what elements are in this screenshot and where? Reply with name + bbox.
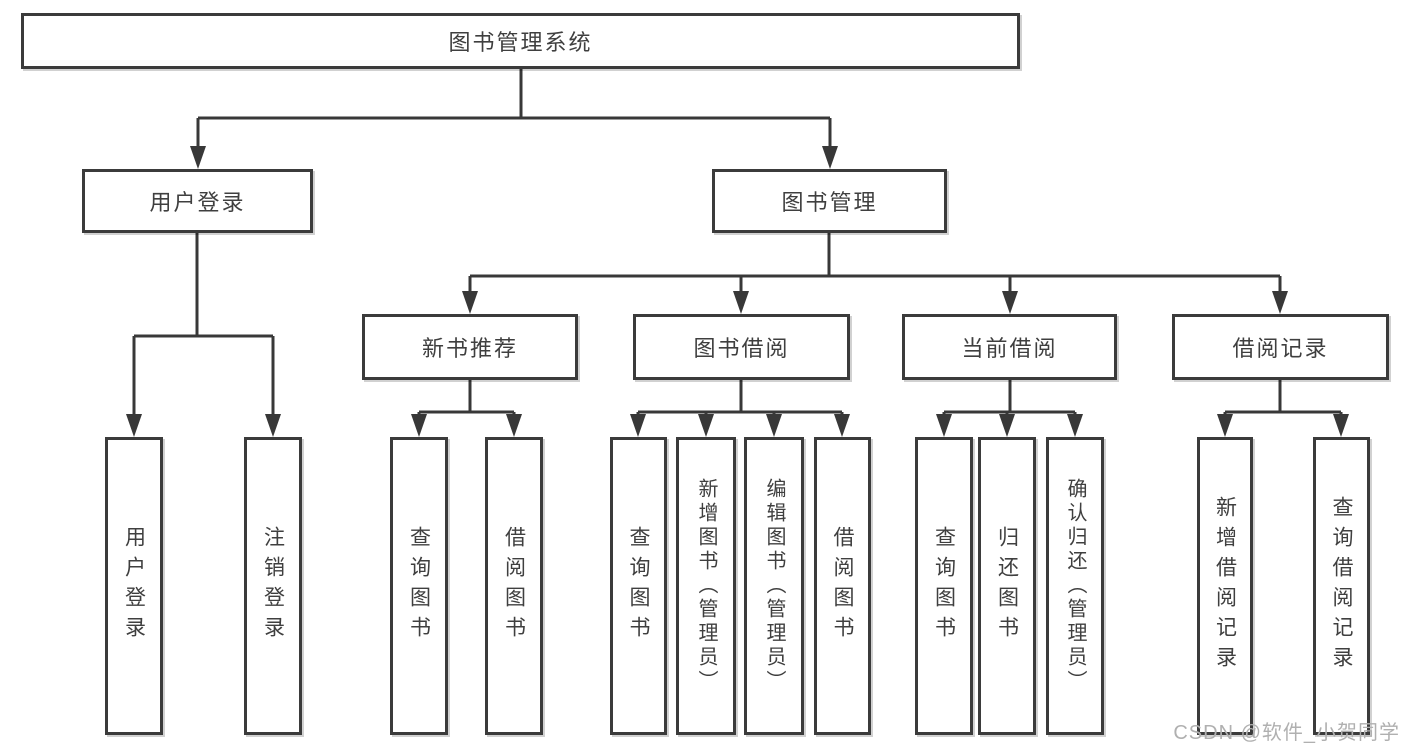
node-label: 归还图书 bbox=[995, 526, 1019, 646]
node-label: 查询图书 bbox=[407, 526, 431, 646]
connector-lines bbox=[132, 69, 1343, 415]
leaf-edit-book-admin: 编辑图书（管理员） bbox=[744, 437, 804, 735]
arrow-down-icon bbox=[834, 414, 850, 437]
node-label: 用户登录 bbox=[149, 190, 246, 215]
connector-current-borrow bbox=[942, 380, 1077, 415]
arrow-down-icon bbox=[698, 414, 714, 437]
node-book-management: 图书管理 bbox=[712, 169, 947, 233]
node-label: 当前借阅 bbox=[961, 336, 1058, 361]
connector-root bbox=[196, 69, 832, 147]
node-label: 图书借阅 bbox=[693, 336, 790, 361]
node-current-borrow: 当前借阅 bbox=[902, 314, 1117, 380]
arrow-down-icon bbox=[733, 291, 749, 314]
connector-new-book-recommend bbox=[417, 380, 516, 415]
arrow-down-icon bbox=[265, 414, 281, 437]
arrow-down-icon bbox=[822, 146, 838, 169]
node-borrow-records: 借阅记录 bbox=[1172, 314, 1389, 380]
node-label: 借阅记录 bbox=[1232, 336, 1329, 361]
arrow-down-icon bbox=[1333, 414, 1349, 437]
arrow-down-icon bbox=[766, 414, 782, 437]
node-label: 查询图书 bbox=[627, 526, 650, 646]
node-root: 图书管理系统 bbox=[21, 13, 1020, 69]
leaf-borrow-books: 借阅图书 bbox=[814, 437, 871, 735]
arrow-down-icon bbox=[1217, 414, 1233, 437]
leaf-add-book-admin: 新增图书（管理员） bbox=[676, 437, 736, 735]
node-label: 新增图书（管理员） bbox=[695, 478, 717, 694]
arrow-down-icon bbox=[462, 291, 478, 314]
node-label: 图书管理 bbox=[781, 190, 878, 215]
node-label: 编辑图书（管理员） bbox=[763, 478, 785, 694]
connector-borrow-records bbox=[1223, 380, 1343, 415]
node-user-login: 用户登录 bbox=[82, 169, 313, 233]
leaf-return-books: 归还图书 bbox=[978, 437, 1036, 735]
leaf-query-borrow-record: 查询借阅记录 bbox=[1313, 437, 1370, 735]
arrow-down-icon bbox=[1002, 291, 1018, 314]
arrow-down-icon bbox=[1272, 291, 1288, 314]
node-label: 确认归还（管理员） bbox=[1064, 478, 1086, 694]
arrow-down-icon bbox=[630, 414, 646, 437]
leaf-user-login: 用户登录 bbox=[105, 437, 163, 735]
leaf-logout: 注销登录 bbox=[244, 437, 302, 735]
node-label: 借阅图书 bbox=[831, 526, 854, 646]
node-label: 注销登录 bbox=[261, 526, 285, 646]
leaf-borrow-books-recommend: 借阅图书 bbox=[485, 437, 543, 735]
node-label: 用户登录 bbox=[122, 526, 146, 646]
node-label: 查询图书 bbox=[932, 526, 956, 646]
watermark: CSDN @软件_小贺同学 bbox=[1173, 722, 1400, 744]
arrow-down-icon bbox=[190, 146, 206, 169]
arrow-down-icon bbox=[999, 414, 1015, 437]
arrowhead-icons bbox=[126, 146, 1349, 437]
arrow-down-icon bbox=[936, 414, 952, 437]
node-label: 新增借阅记录 bbox=[1213, 496, 1237, 676]
leaf-query-books-borrow: 查询图书 bbox=[610, 437, 667, 735]
node-label: 图书管理系统 bbox=[448, 30, 593, 55]
connector-book-borrow bbox=[636, 380, 844, 415]
leaf-query-books-current: 查询图书 bbox=[915, 437, 973, 735]
leaf-query-books-recommend: 查询图书 bbox=[390, 437, 448, 735]
arrow-down-icon bbox=[126, 414, 142, 437]
node-new-book-recommend: 新书推荐 bbox=[362, 314, 578, 380]
node-book-borrow: 图书借阅 bbox=[633, 314, 850, 380]
leaf-add-borrow-record: 新增借阅记录 bbox=[1197, 437, 1253, 735]
arrow-down-icon bbox=[1067, 414, 1083, 437]
node-label: 新书推荐 bbox=[421, 336, 518, 361]
connector-book-management bbox=[468, 233, 1282, 292]
node-label: 借阅图书 bbox=[502, 526, 526, 646]
arrow-down-icon bbox=[411, 414, 427, 437]
node-label: 查询借阅记录 bbox=[1330, 496, 1353, 676]
leaf-confirm-return-admin: 确认归还（管理员） bbox=[1046, 437, 1104, 735]
arrow-down-icon bbox=[506, 414, 522, 437]
connector-user-login bbox=[132, 233, 275, 415]
